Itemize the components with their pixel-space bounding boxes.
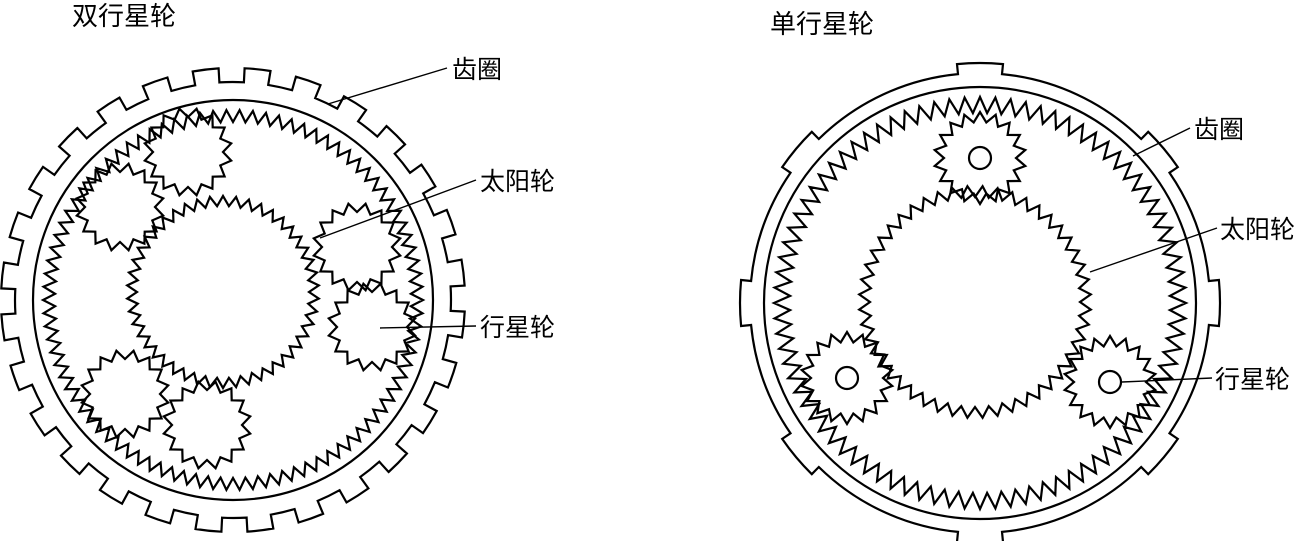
double-ring-internal-teeth <box>40 107 426 493</box>
double-planet-gear-right-b <box>326 281 418 373</box>
double-sun-leader <box>319 179 477 239</box>
single-planet-hole-right <box>1097 369 1123 395</box>
single-planet-leader <box>1121 377 1213 383</box>
double-planet-gear-right-a <box>311 201 403 293</box>
double-sun-gear <box>124 193 322 391</box>
double-planet-label: 行星轮 <box>480 313 555 342</box>
double-planet-gear-lower-a <box>79 348 171 440</box>
single-ring-inner-circle <box>762 85 1198 521</box>
double-sun-label: 太阳轮 <box>480 167 555 196</box>
double-ring-outer-lugs <box>0 67 466 533</box>
double-planet-gear-upper-a <box>142 106 234 198</box>
single-planet-hole-top <box>967 145 993 171</box>
single-ring-label: 齿圈 <box>1194 115 1244 144</box>
single-ring-outer-lugs <box>738 61 1222 541</box>
single-planet-gear-top <box>932 109 1028 207</box>
double-ring-label: 齿圈 <box>452 55 502 84</box>
single-planetary-assembly: 单行星轮 齿圈 太阳轮 行星轮 <box>738 10 1295 541</box>
single-sun-gear <box>857 184 1093 420</box>
double-planetary-title: 双行星轮 <box>72 2 176 32</box>
double-ring-leader <box>327 67 448 105</box>
double-planet-gear-upper-b <box>74 161 166 253</box>
double-planet-gear-lower-b <box>161 379 253 471</box>
single-sun-leader <box>1089 227 1218 273</box>
double-planetary-assembly: 双行星轮 齿圈 太阳轮 行星轮 <box>0 2 555 533</box>
single-ring-internal-teeth <box>771 94 1189 512</box>
single-sun-label: 太阳轮 <box>1220 215 1295 244</box>
single-planet-hole-left <box>834 365 860 391</box>
single-ring-leader <box>1132 127 1191 157</box>
single-planet-gear-right <box>1062 333 1158 431</box>
double-planet-leader <box>379 325 477 329</box>
single-planet-label: 行星轮 <box>1215 365 1290 394</box>
single-planet-gear-left <box>799 329 895 427</box>
double-ring-inner-circle <box>31 98 435 502</box>
single-planetary-title: 单行星轮 <box>770 10 874 40</box>
